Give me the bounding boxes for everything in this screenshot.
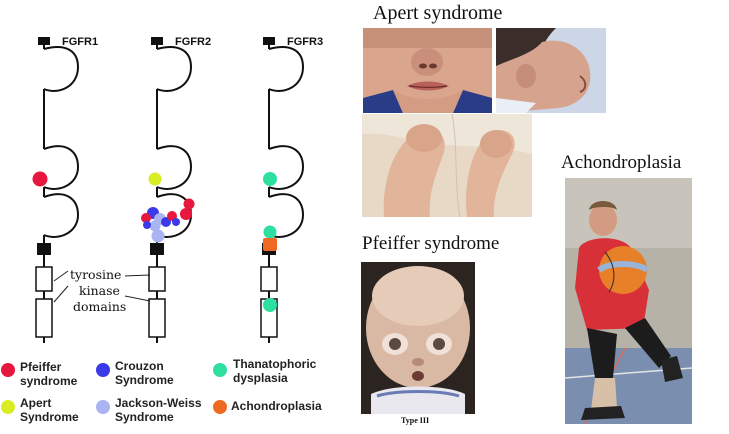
legend-label: Jackson-Weiss [115,396,202,410]
mutation-dot-thanatophoric-1 [263,172,277,186]
fgfr2-receptor [148,36,192,344]
mutation-dot-thanatophoric-2 [263,225,277,239]
legend-label: Apert [20,396,52,410]
legend-dot-crouzon [96,363,110,377]
kinase-label-line2: kinase [79,283,120,298]
fgfr-receptor-diagram: FGFR1 FGFR2 FGFR3 tyrosine kinase domain… [32,36,323,344]
photo-pfeiffer-infant [361,262,475,414]
kinase-annotation: tyrosine kinase domains [53,267,151,314]
legend-label: Achondroplasia [231,399,322,413]
legend-label: Syndrome [115,373,174,387]
legend-label: Thanatophoric [233,357,317,371]
legend-dot-achondroplasia [213,400,227,414]
mutation-dot-thanatophoric-3 [263,298,277,312]
mutation-dot-pfeiffer-fgfr1 [32,171,48,187]
photo-achondroplasia-basketball [565,178,692,424]
photo-apert-face-front [363,28,492,113]
title-apert-syndrome: Apert syndrome [373,2,503,24]
mutation-dot-apert-fgfr2 [148,172,162,186]
photo-apert-hands [362,114,532,217]
title-pfeiffer-syndrome: Pfeiffer syndrome [362,233,500,254]
legend-dot-apert [1,400,15,414]
gene-label-fgfr2: FGFR2 [175,36,211,48]
legend-item-jackson-weiss: Jackson-Weiss Syndrome [115,396,202,424]
title-achondroplasia: Achondroplasia [561,152,682,173]
kinase-label-line3: domains [73,299,126,314]
caption-type-iii: Type III [401,416,430,425]
gene-label-fgfr1: FGFR1 [62,36,98,48]
legend-label: Crouzon [115,359,164,373]
fgfr3-receptor [260,36,304,344]
kinase-label-line1: tyrosine [70,267,121,282]
legend-dot-thanatophoric [213,363,227,377]
mutation-cluster-fgfr2 [141,198,195,243]
legend-label: Syndrome [20,410,79,424]
legend-item-achondroplasia: Achondroplasia [231,399,322,413]
fgfr1-receptor [35,36,79,344]
legend-label: Pfeiffer [20,360,62,374]
photo-apert-face-profile [496,28,606,113]
legend-item-apert: Apert Syndrome [20,396,79,424]
legend-label: syndrome [20,374,78,388]
legend-item-thanatophoric: Thanatophoric dysplasia [233,357,316,385]
legend-label: dysplasia [233,371,288,385]
gene-label-fgfr3: FGFR3 [287,36,323,48]
mutation-mark-achondroplasia [263,238,277,251]
legend-item-crouzon: Crouzon Syndrome [115,359,174,387]
legend-dot-jackson-weiss [96,400,110,414]
legend-label: Syndrome [115,410,174,424]
legend-item-pfeiffer: Pfeiffer syndrome [20,360,77,388]
legend-dot-pfeiffer [1,363,15,377]
